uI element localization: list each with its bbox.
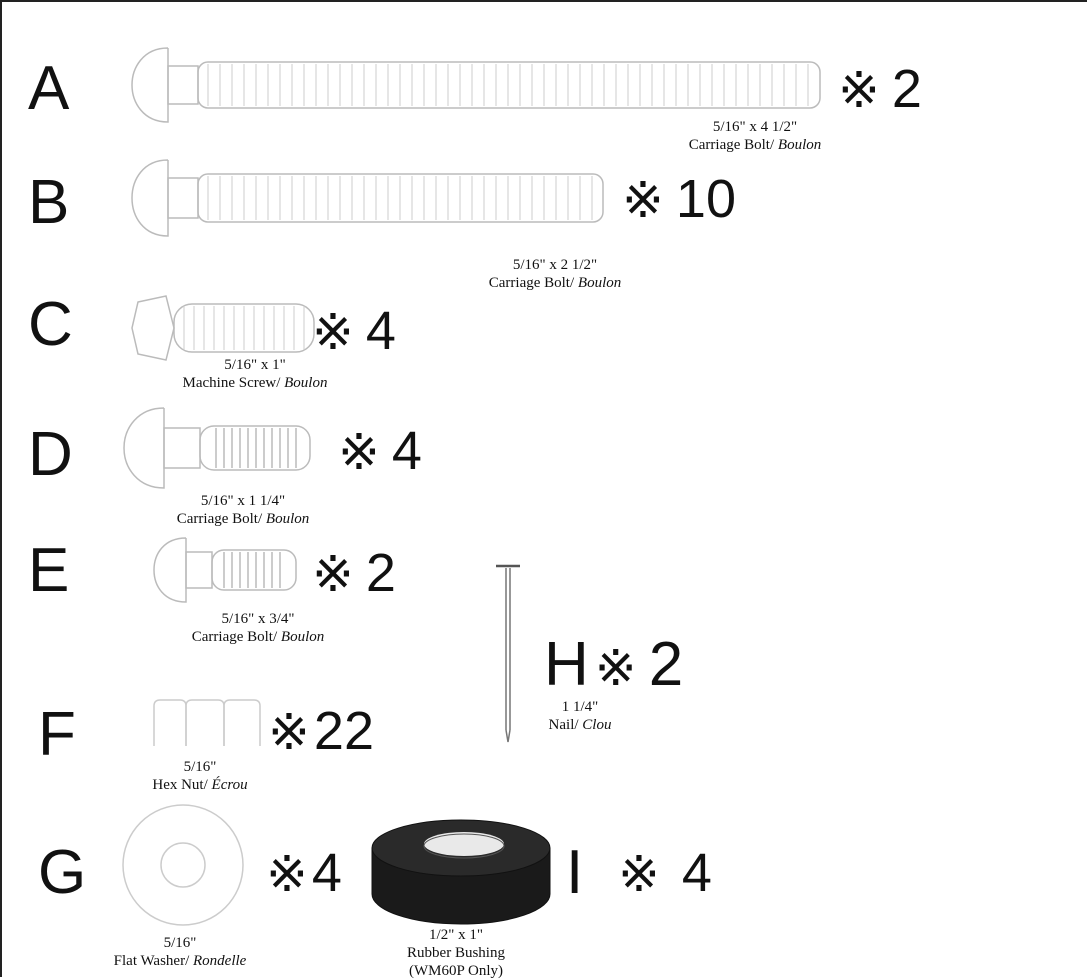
part-qty-i: ※4 [618,843,712,903]
machine-screw-icon [131,295,315,361]
times-icon: ※ [838,62,880,118]
part-name-h: Nail/ [548,717,583,733]
part-letter-g: G [38,838,87,907]
part-caption-c: 5/16" x 1" Machine Screw/ Boulon [140,356,370,392]
times-icon: ※ [622,172,664,228]
part-name-a: Carriage Bolt/ [688,137,778,153]
times-icon: ※ [338,424,380,480]
part-name-i: Rubber Bushing [407,945,505,961]
part-size-c: 5/16" x 1" [224,357,286,373]
times-icon: ※ [618,846,660,902]
part-name-c: Machine Screw/ [182,375,285,391]
part-size-h: 1 1/4" [561,699,599,715]
part-letter-h: H [544,630,589,699]
part-qty-h: H※2 [544,630,684,699]
part-caption-b: 5/16" x 2 1/2" Carriage Bolt/ Boulon [420,256,690,292]
part-name-f: Hex Nut/ [152,777,212,793]
part-caption-d: 5/16" x 1 1/4" Carriage Bolt/ Boulon [128,492,358,528]
hex-nut-icon [153,699,261,746]
part-letter-c: C [28,290,73,359]
carriage-bolt-long-icon [131,47,821,123]
part-name-fr-b: Boulon [577,275,622,291]
times-icon: ※ [266,846,308,902]
part-name-fr-e: Boulon [280,629,325,645]
part-size-g: 5/16" [163,935,197,951]
part-caption-e: 5/16" x 3/4" Carriage Bolt/ Boulon [148,610,368,646]
part-qty-g: ※4 [266,843,342,903]
part-name-fr-g: Rondelle [193,953,247,969]
part-name-fr-f: Écrou [211,777,248,793]
part-caption-h: 1 1/4" Nail/ Clou [530,698,630,734]
part-name-fr-a: Boulon [777,137,822,153]
carriage-bolt-medium-icon [131,159,604,237]
part-name-fr-d: Boulon [265,511,310,527]
flat-washer-icon [122,804,244,926]
part-letter-a: A [28,54,70,123]
rubber-bushing-icon [371,819,551,925]
part-name-e: Carriage Bolt/ [191,629,281,645]
part-qty-a: ※2 [838,59,922,119]
part-size-a: 5/16" x 4 1/2" [712,119,798,135]
times-icon: ※ [268,704,310,760]
part-size-b: 5/16" x 2 1/2" [512,257,598,273]
part-qty-f: ※22 [268,701,374,761]
part-caption-g: 5/16" Flat Washer/ Rondelle [70,934,290,970]
part-size-i: 1/2" x 1" [429,927,483,943]
part-qty-e: ※2 [312,543,396,603]
part-qty-d: ※4 [338,421,422,481]
part-name-fr-h: Clou [582,717,612,733]
part-letter-i: I [566,838,584,907]
times-icon: ※ [594,640,637,696]
part-qty-b: ※10 [622,169,736,229]
part-name-g: Flat Washer/ [113,953,193,969]
carriage-bolt-short-icon [153,537,297,603]
part-note-i: (WM60P Only) [408,963,504,979]
part-name-d: Carriage Bolt/ [176,511,266,527]
part-qty-c: ※4 [312,301,396,361]
times-icon: ※ [312,546,354,602]
part-letter-d: D [28,420,73,489]
part-letter-e: E [28,536,70,605]
nail-icon [496,564,520,743]
part-size-e: 5/16" x 3/4" [221,611,295,627]
part-size-d: 5/16" x 1 1/4" [200,493,286,509]
part-size-f: 5/16" [183,759,217,775]
part-caption-i: 1/2" x 1" Rubber Bushing (WM60P Only) [366,926,546,980]
times-icon: ※ [312,304,354,360]
part-caption-a: 5/16" x 4 1/2" Carriage Bolt/ Boulon [620,118,890,154]
part-name-b: Carriage Bolt/ [488,275,578,291]
part-letter-f: F [38,700,76,769]
part-letter-b: B [28,168,70,237]
part-caption-f: 5/16" Hex Nut/ Écrou [120,758,280,794]
carriage-bolt-short-icon [123,407,311,489]
part-name-fr-c: Boulon [284,375,328,391]
